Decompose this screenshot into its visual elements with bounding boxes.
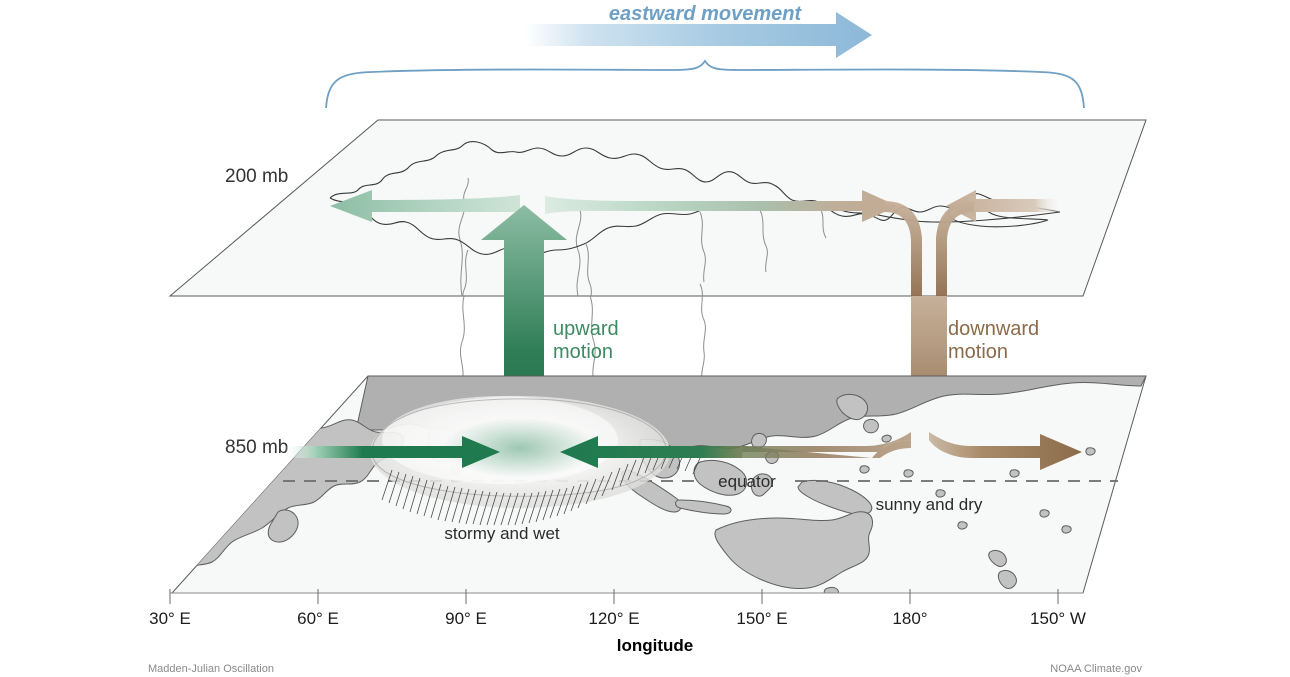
longitude-axis: 30° E 60° E 90° E 120° E 150° E 180° 150… bbox=[149, 589, 1086, 655]
downward-converge-curves bbox=[884, 201, 974, 300]
axis-tick-label-5: 180° bbox=[892, 609, 927, 628]
upper-divergence-west-arrow bbox=[330, 190, 520, 222]
caption-left: Madden-Julian Oscillation bbox=[148, 663, 274, 675]
svg-text:motion: motion bbox=[553, 341, 613, 363]
upward-motion-label: upward motion bbox=[553, 318, 619, 363]
axis-ticks bbox=[169, 589, 1059, 604]
storm-cloud-footprint bbox=[370, 396, 701, 526]
axis-tick-label-0: 30° E bbox=[149, 609, 191, 628]
low-divergence-east-arrow bbox=[929, 432, 1082, 470]
svg-text:downward: downward bbox=[948, 318, 1039, 340]
svg-text:upward: upward bbox=[553, 318, 619, 340]
caption-right: NOAA Climate.gov bbox=[1050, 663, 1142, 675]
upper-level-label: 200 mb bbox=[225, 166, 288, 187]
axis-tick-label-3: 120° E bbox=[588, 609, 639, 628]
axis-tick-label-1: 60° E bbox=[297, 609, 339, 628]
stormy-label: stormy and wet bbox=[444, 524, 560, 543]
cloud-tower bbox=[459, 283, 706, 383]
axis-tick-label-4: 150° E bbox=[736, 609, 787, 628]
eastward-movement-arrow bbox=[525, 12, 872, 58]
upper-convergence-west-arrow bbox=[946, 190, 1064, 222]
svg-text:motion: motion bbox=[948, 341, 1008, 363]
axis-tick-label-2: 90° E bbox=[445, 609, 487, 628]
extent-brace bbox=[325, 59, 1085, 109]
upper-divergence-east-arrow bbox=[545, 190, 898, 222]
downward-motion-label: downward motion bbox=[948, 318, 1039, 363]
low-convergence-east-arrow bbox=[286, 436, 500, 468]
upward-motion-arrow bbox=[481, 205, 567, 452]
low-divergence-west-arrow bbox=[742, 432, 911, 458]
axis-title: longitude bbox=[617, 636, 693, 655]
figure-title: eastward movement bbox=[609, 3, 803, 25]
sunny-label: sunny and dry bbox=[876, 495, 983, 514]
low-convergence-west-arrow bbox=[560, 436, 742, 468]
cloud-anvil bbox=[329, 141, 1061, 296]
equator-label: equator bbox=[718, 472, 776, 491]
axis-tick-label-6: 150° W bbox=[1030, 609, 1086, 628]
lower-level-label: 850 mb bbox=[225, 437, 288, 458]
